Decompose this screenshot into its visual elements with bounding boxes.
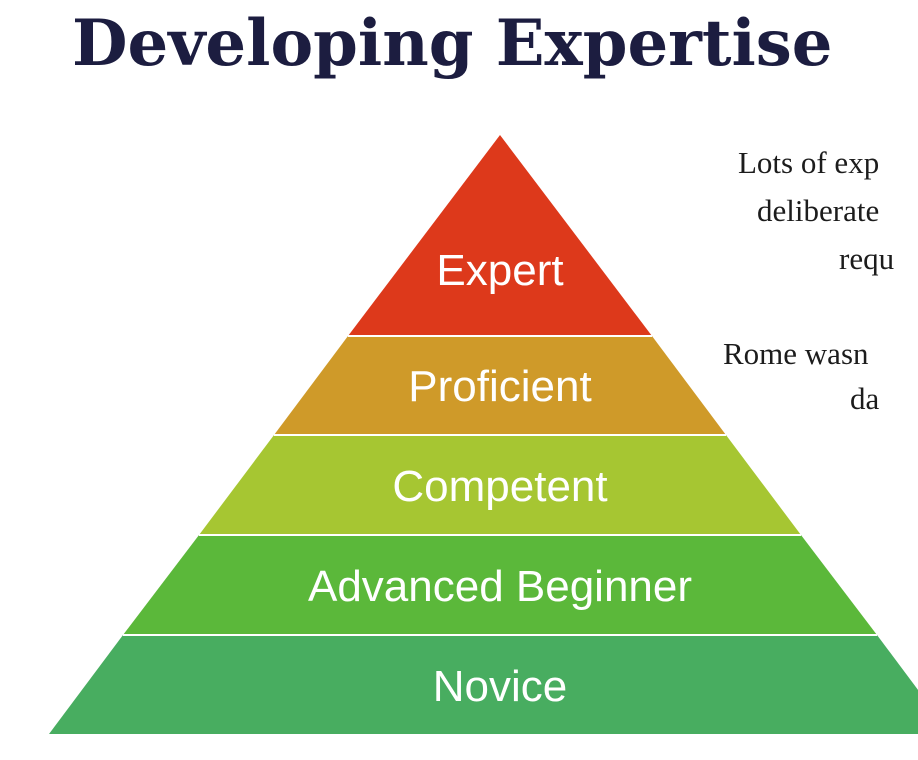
tier-label-competent: Competent [392, 462, 607, 511]
tier-expert [348, 135, 652, 336]
tier-label-proficient: Proficient [408, 362, 591, 411]
slide-title: Developing Expertise [72, 6, 833, 81]
note-line-4: Rome wasn [723, 336, 869, 371]
tier-competent [199, 435, 801, 535]
tier-proficient [274, 336, 726, 435]
note-line-2: deliberate [757, 193, 880, 228]
note-line-1: Lots of exp [738, 145, 880, 180]
note-line-5: da [850, 381, 880, 416]
tier-label-expert: Expert [436, 246, 563, 295]
tier-novice [49, 635, 918, 734]
tier-label-advanced-beginner: Advanced Beginner [308, 562, 692, 611]
tier-advanced-beginner [123, 535, 877, 635]
tier-label-novice: Novice [433, 662, 568, 711]
note-line-3: requ [839, 241, 895, 276]
